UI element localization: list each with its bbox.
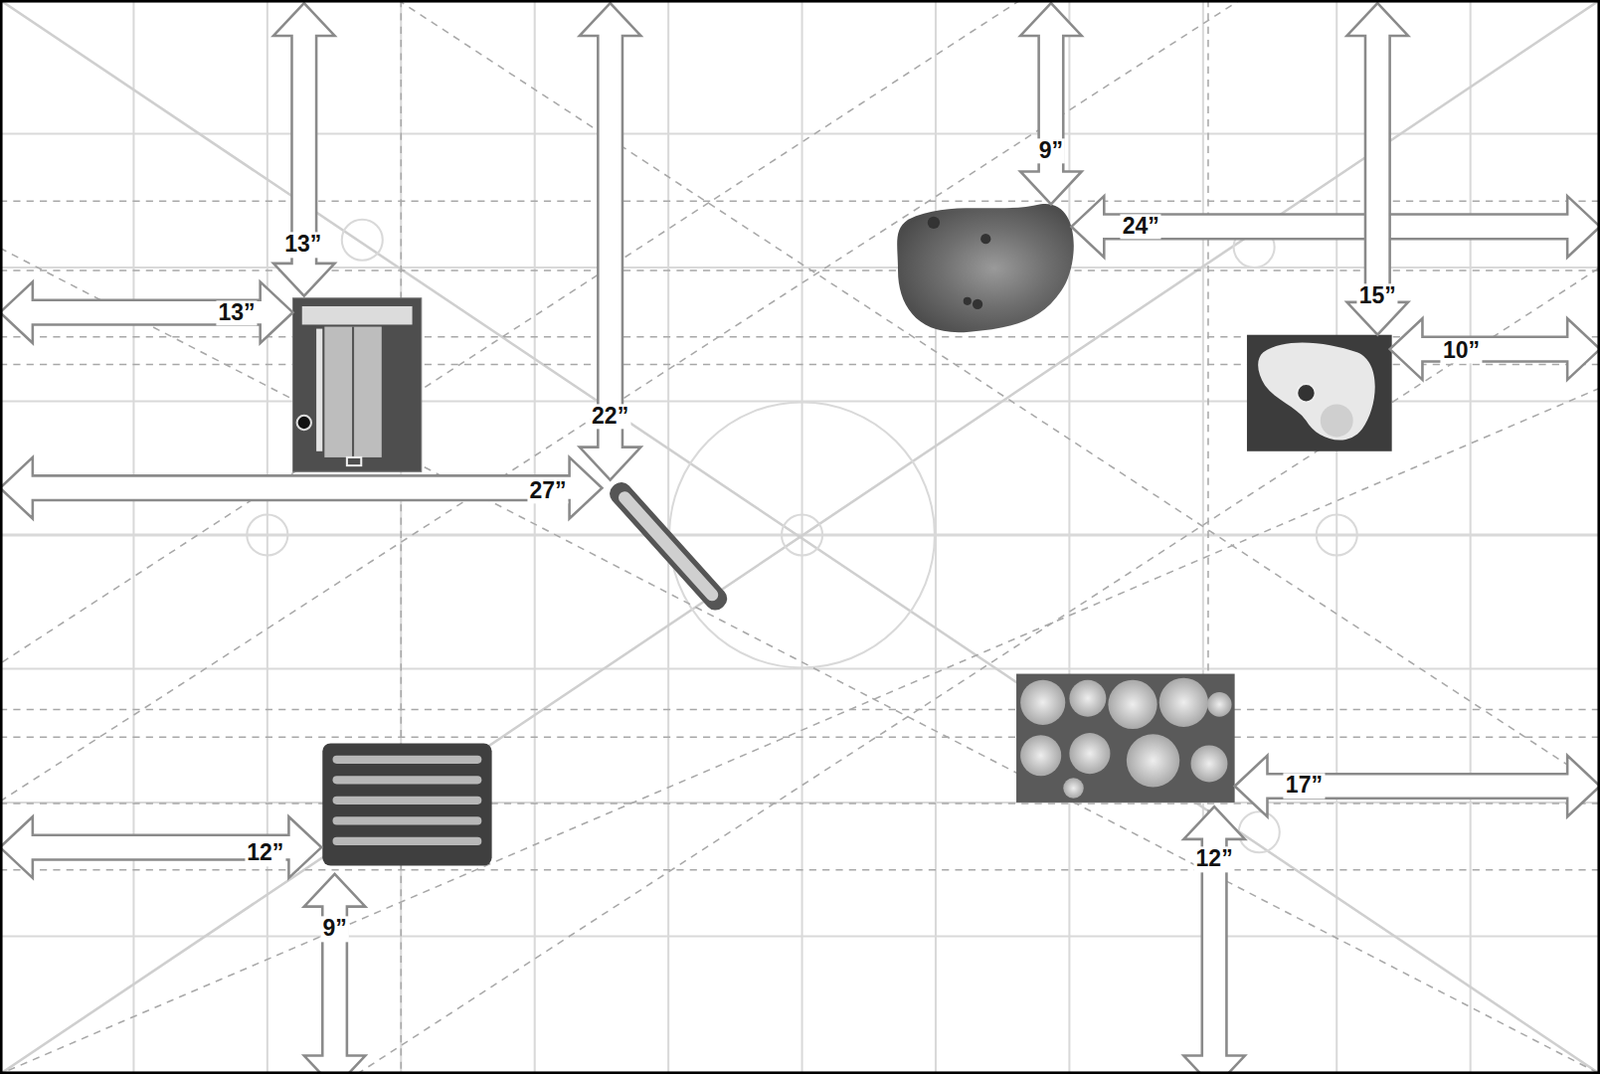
forest-terrain	[1016, 674, 1236, 803]
dimension-label: 27”	[527, 478, 568, 504]
ruin-terrain	[1246, 335, 1393, 452]
building-terrain	[293, 298, 422, 473]
dimension-label: 17”	[1283, 773, 1325, 799]
dimension-label: 24”	[1120, 213, 1162, 239]
field-terrain	[322, 742, 492, 866]
dimension-label: 9”	[1037, 138, 1066, 164]
dimension-label: 13”	[282, 232, 324, 258]
dimension-label: 12”	[1194, 847, 1236, 873]
dimension-label: 10”	[1440, 338, 1482, 363]
hill-terrain	[896, 203, 1074, 333]
dimension-label: 15”	[1357, 283, 1399, 309]
dimension-label: 9”	[320, 916, 349, 942]
wall-terrain	[605, 478, 732, 615]
dimension-label: 13”	[216, 301, 258, 327]
dimension-label: 22”	[589, 403, 631, 429]
dimension-label: 12”	[244, 841, 286, 867]
